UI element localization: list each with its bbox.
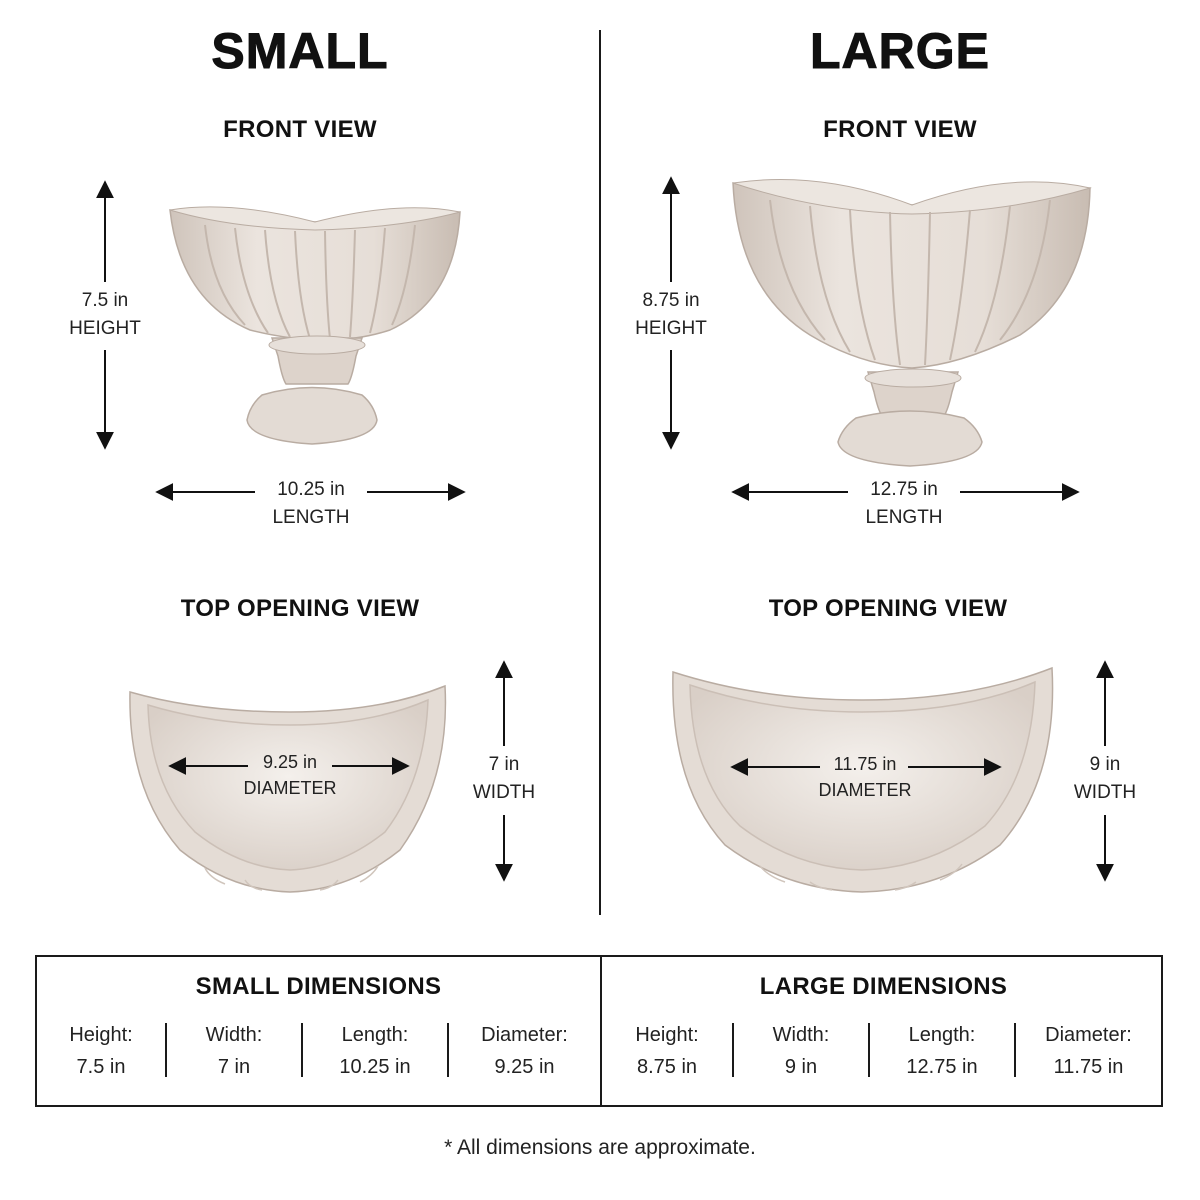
small-title: SMALL — [211, 23, 389, 80]
large-width-caption: WIDTH — [1073, 782, 1137, 803]
cell-value: 12.75 in — [906, 1056, 978, 1078]
cell-value: 7 in — [217, 1056, 251, 1078]
large-width-arrow — [1096, 660, 1114, 882]
small-width-caption: WIDTH — [472, 782, 536, 803]
small-length-cell: Length: 10.25 in — [303, 1023, 447, 1079]
large-height-label: 8.75 in HEIGHT — [611, 287, 731, 343]
small-diameter-label: 9.25 in DIAMETER — [238, 749, 342, 801]
cell-value: 9.25 in — [494, 1056, 555, 1078]
large-height-caption: HEIGHT — [635, 318, 707, 339]
cell-value: 9 in — [784, 1056, 818, 1078]
small-width-cell: Width: 7 in — [167, 1023, 301, 1079]
cell-label: Length: — [908, 1024, 976, 1046]
table-center-divider — [600, 957, 602, 1105]
small-diameter-cell: Diameter: 9.25 in — [449, 1023, 600, 1079]
large-top-view-title: TOP OPENING VIEW — [768, 595, 1008, 622]
cell-value: 10.25 in — [339, 1056, 411, 1078]
cell-divider — [301, 1023, 303, 1077]
large-length-caption: LENGTH — [865, 507, 943, 528]
large-dimensions-title: LARGE DIMENSIONS — [759, 973, 1008, 1000]
large-diameter-label: 11.75 in DIAMETER — [812, 751, 918, 803]
small-width-arrow — [495, 660, 513, 882]
cell-label: Diameter: — [1045, 1024, 1132, 1046]
large-height-value: 8.75 in — [642, 290, 700, 311]
large-height-arrow — [662, 176, 680, 450]
cell-value: 11.75 in — [1053, 1056, 1124, 1078]
large-length-value: 12.75 in — [870, 479, 938, 500]
large-front-view-title: FRONT VIEW — [823, 116, 977, 143]
large-diameter-cell: Diameter: 11.75 in — [1016, 1023, 1161, 1079]
large-title: LARGE — [810, 23, 990, 80]
cell-divider — [1014, 1023, 1016, 1077]
small-length-arrow — [155, 483, 466, 501]
small-diameter-caption: DIAMETER — [243, 778, 337, 798]
cell-value: 8.75 in — [636, 1056, 698, 1078]
large-length-cell: Length: 12.75 in — [870, 1023, 1014, 1079]
large-height-cell: Height: 8.75 in — [602, 1023, 732, 1079]
small-height-arrow — [96, 180, 114, 450]
cell-label: Height: — [635, 1024, 699, 1046]
small-height-label: 7.5 in HEIGHT — [45, 287, 165, 343]
small-top-view-title: TOP OPENING VIEW — [180, 595, 420, 622]
small-front-view-title: FRONT VIEW — [223, 116, 377, 143]
cell-label: Height: — [69, 1024, 133, 1046]
large-diameter-arrow — [730, 758, 1002, 776]
small-top-bowl-image — [129, 684, 447, 893]
small-dimensions-title: SMALL DIMENSIONS — [195, 973, 442, 1000]
cell-label: Diameter: — [481, 1024, 568, 1046]
cell-divider — [165, 1023, 167, 1077]
dimensions-table: SMALL DIMENSIONS LARGE DIMENSIONS Height… — [35, 955, 1163, 1107]
large-diameter-caption: DIAMETER — [818, 780, 912, 800]
small-length-caption: LENGTH — [272, 507, 350, 528]
column-divider — [599, 30, 601, 915]
cell-value: 7.5 in — [76, 1056, 126, 1078]
small-height-caption: HEIGHT — [69, 318, 141, 339]
cell-divider — [868, 1023, 870, 1077]
small-height-cell: Height: 7.5 in — [37, 1023, 165, 1079]
large-width-label: 9 in WIDTH — [1055, 751, 1155, 807]
cell-label: Length: — [341, 1024, 409, 1046]
small-height-value: 7.5 in — [81, 290, 129, 311]
approximate-dimensions-note: * All dimensions are approximate. — [444, 1136, 756, 1159]
large-length-arrow — [731, 483, 1080, 501]
large-length-label: 12.75 in LENGTH — [843, 476, 965, 532]
cell-divider — [447, 1023, 449, 1077]
small-length-value: 10.25 in — [277, 479, 345, 500]
large-diameter-value: 11.75 in — [833, 754, 897, 774]
cell-label: Width: — [205, 1024, 263, 1046]
small-diameter-arrow — [168, 757, 410, 775]
large-width-value: 9 in — [1089, 754, 1121, 775]
large-top-bowl-image — [672, 666, 1054, 893]
cell-divider — [732, 1023, 734, 1077]
large-front-urn-image — [732, 178, 1092, 467]
small-diameter-value: 9.25 in — [262, 752, 318, 772]
small-front-urn-image — [169, 206, 461, 445]
small-width-value: 7 in — [488, 754, 520, 775]
large-width-cell: Width: 9 in — [734, 1023, 868, 1079]
small-length-label: 10.25 in LENGTH — [250, 476, 372, 532]
cell-label: Width: — [772, 1024, 830, 1046]
small-width-label: 7 in WIDTH — [454, 751, 554, 807]
